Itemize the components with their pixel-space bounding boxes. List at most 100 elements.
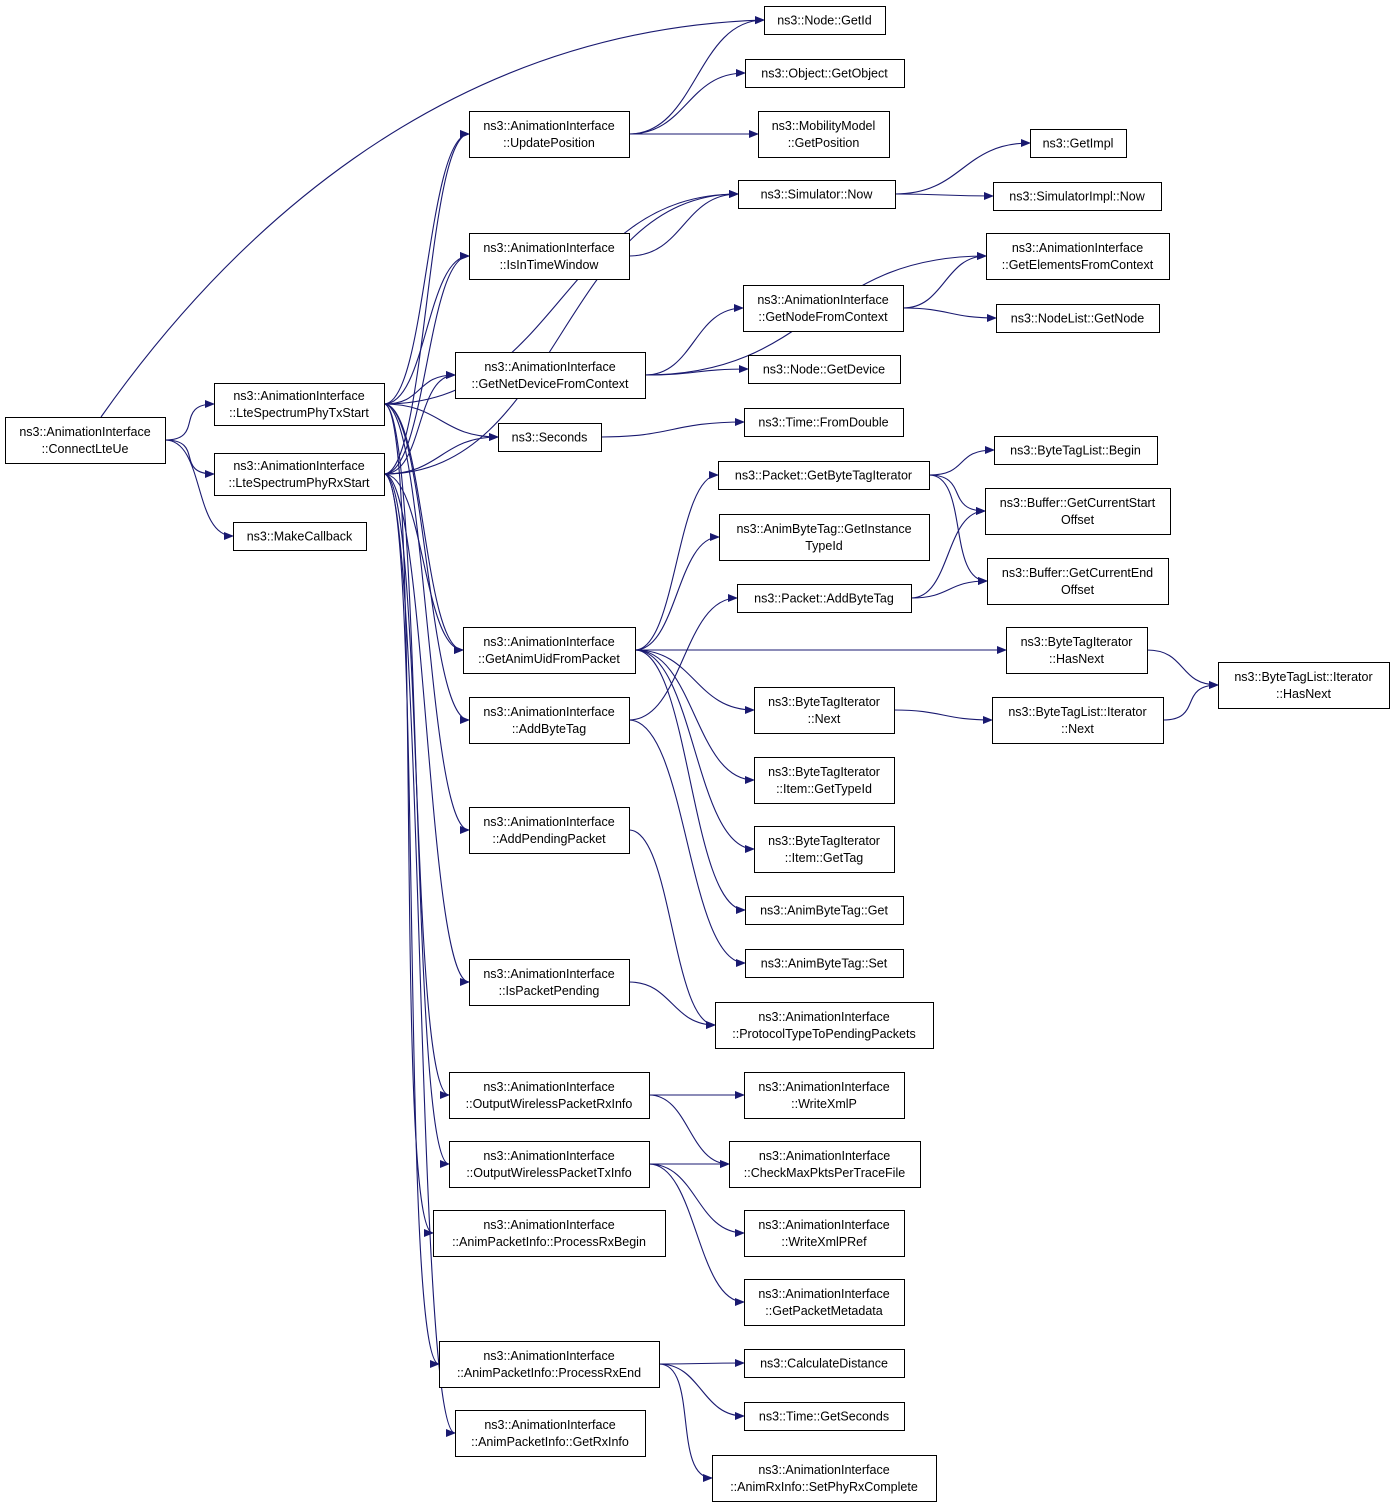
node-seconds[interactable]: ns3::Seconds <box>498 423 602 452</box>
node-label-line: ns3::AnimationInterface <box>483 119 614 133</box>
node-box <box>1218 662 1390 709</box>
node-packetaddbytetag[interactable]: ns3::Packet::AddByteTag <box>737 584 912 613</box>
node-getnodefromctx[interactable]: ns3::AnimationInterface::GetNodeFromCont… <box>743 285 904 332</box>
node-writexmlp[interactable]: ns3::AnimationInterface::WriteXmlP <box>744 1072 905 1119</box>
edge-rxstart-to-simnow <box>383 190 739 475</box>
node-animbytetagget[interactable]: ns3::AnimByteTag::Get <box>745 896 904 925</box>
node-outrxinfo[interactable]: ns3::AnimationInterface::OutputWirelessP… <box>449 1072 650 1119</box>
node-animbytetagset[interactable]: ns3::AnimByteTag::Set <box>745 949 904 978</box>
node-label-line: ::CheckMaxPktsPerTraceFile <box>744 1166 905 1180</box>
node-box <box>233 522 367 551</box>
node-prototypetopending[interactable]: ns3::AnimationInterface::ProtocolTypeToP… <box>715 1002 934 1049</box>
node-nodegetdevice[interactable]: ns3::Node::GetDevice <box>748 355 901 384</box>
node-writexmlpref[interactable]: ns3::AnimationInterface::WriteXmlPRef <box>744 1210 905 1257</box>
node-txstart[interactable]: ns3::AnimationInterface::LteSpectrumPhyT… <box>214 383 385 426</box>
node-box <box>449 1072 650 1119</box>
node-getelementsfromctx[interactable]: ns3::AnimationInterface::GetElementsFrom… <box>986 233 1170 280</box>
node-isintimewindow[interactable]: ns3::AnimationInterface::IsInTimeWindow <box>469 233 630 280</box>
node-addpending[interactable]: ns3::AnimationInterface::AddPendingPacke… <box>469 807 630 854</box>
node-getanimuid[interactable]: ns3::AnimationInterface::GetAnimUidFromP… <box>463 627 636 674</box>
node-calcdistance[interactable]: ns3::CalculateDistance <box>744 1349 905 1378</box>
node-box <box>719 514 930 561</box>
node-box <box>715 1002 934 1049</box>
node-makecallback[interactable]: ns3::MakeCallback <box>233 522 367 551</box>
edge-getnetdevice-to-getnodefromctx <box>644 304 744 376</box>
edge-simnow-to-simimplnow <box>894 191 994 200</box>
node-updateposition[interactable]: ns3::AnimationInterface::UpdatePosition <box>469 111 630 158</box>
node-label-line: Offset <box>1061 583 1095 597</box>
node-getnetdevice[interactable]: ns3::AnimationInterface::GetNetDeviceFro… <box>455 352 646 399</box>
node-nodegetid[interactable]: ns3::Node::GetId <box>764 6 886 35</box>
node-itemgettag[interactable]: ns3::ByteTagIterator::Item::GetTag <box>754 826 895 873</box>
edge-rxstart-to-outrxinfo <box>383 473 450 1099</box>
node-addbytetag[interactable]: ns3::AnimationInterface::AddByteTag <box>469 697 630 744</box>
node-itemgettypeid[interactable]: ns3::ByteTagIterator::Item::GetTypeId <box>754 757 895 804</box>
node-getobject[interactable]: ns3::Object::GetObject <box>745 59 905 88</box>
node-label-line: ns3::AnimationInterface <box>19 425 150 439</box>
node-box <box>754 826 895 873</box>
node-getrxinfo[interactable]: ns3::AnimationInterface::AnimPacketInfo:… <box>455 1410 646 1457</box>
node-btihasnext[interactable]: ns3::ByteTagIterator::HasNext <box>1006 627 1148 674</box>
node-mobilitygetpos[interactable]: ns3::MobilityModel::GetPosition <box>758 111 890 158</box>
node-box <box>744 1210 905 1257</box>
edge-getnodefromctx-to-getelementsfromctx <box>902 252 987 309</box>
edge-btihasnext-to-btliterhasnext <box>1146 649 1219 689</box>
node-rxstart[interactable]: ns3::AnimationInterface::LteSpectrumPhyR… <box>214 453 385 496</box>
edge-getanimuid-to-itemgettypeid <box>634 649 755 784</box>
node-label-line: ns3::Node::GetDevice <box>763 363 885 377</box>
edge-packetaddbytetag-to-bufgetcurend <box>910 577 988 599</box>
node-label-line: ns3::Time::FromDouble <box>758 416 888 430</box>
node-label-line: ::GetAnimUidFromPacket <box>478 652 620 666</box>
node-label-line: ::OutputWirelessPacketTxInfo <box>466 1166 631 1180</box>
node-label-line: ns3::AnimationInterface <box>483 1218 614 1232</box>
node-box <box>754 687 895 734</box>
node-btliterhasnext[interactable]: ns3::ByteTagList::Iterator::HasNext <box>1218 662 1390 709</box>
node-label-line: ns3::Packet::GetByteTagIterator <box>735 469 912 483</box>
node-getbytetagiter[interactable]: ns3::Packet::GetByteTagIterator <box>718 461 930 490</box>
node-label-line: ns3::ByteTagIterator <box>768 695 880 709</box>
node-box <box>748 355 901 384</box>
node-label-line: ns3::AnimationInterface <box>483 241 614 255</box>
node-label-line: ns3::AnimationInterface <box>758 1218 889 1232</box>
node-label-line: ns3::MobilityModel <box>772 119 876 133</box>
node-box <box>987 558 1169 605</box>
edge-outtxinfo-to-writexmlpref <box>648 1163 745 1237</box>
node-simnow[interactable]: ns3::Simulator::Now <box>738 180 896 209</box>
node-box <box>744 408 904 437</box>
node-checkmaxpkts[interactable]: ns3::AnimationInterface::CheckMaxPktsPer… <box>729 1141 921 1188</box>
node-label-line: ns3::AnimationInterface <box>484 1418 615 1432</box>
node-processrxbegin[interactable]: ns3::AnimationInterface::AnimPacketInfo:… <box>433 1210 666 1257</box>
node-getimpl[interactable]: ns3::GetImpl <box>1030 129 1127 158</box>
edge-getbytetagiter-to-bufgetcurstart <box>928 474 986 515</box>
edge-rxstart-to-isintimewindow <box>383 252 470 475</box>
node-timegetseconds[interactable]: ns3::Time::GetSeconds <box>744 1402 905 1431</box>
node-outtxinfo[interactable]: ns3::AnimationInterface::OutputWirelessP… <box>449 1141 650 1188</box>
node-box <box>729 1141 921 1188</box>
node-setphyrxcomplete[interactable]: ns3::AnimationInterface::AnimRxInfo::Set… <box>712 1455 937 1502</box>
node-btinext[interactable]: ns3::ByteTagIterator::Next <box>754 687 895 734</box>
node-box <box>992 697 1164 744</box>
node-box <box>754 757 895 804</box>
node-bytetaglistbegin[interactable]: ns3::ByteTagList::Begin <box>994 436 1158 465</box>
edge-getanimuid-to-itemgettag <box>634 649 755 853</box>
node-label-line: ::AnimRxInfo::SetPhyRxComplete <box>730 1480 918 1494</box>
node-box <box>737 584 912 613</box>
node-connectlteue[interactable]: ns3::AnimationInterface::ConnectLteUe <box>5 417 166 464</box>
node-btliternext[interactable]: ns3::ByteTagList::Iterator::Next <box>992 697 1164 744</box>
edge-seconds-to-fromdouble <box>600 418 745 438</box>
node-label-line: ns3::AnimationInterface <box>758 1080 889 1094</box>
node-getpacketmetadata[interactable]: ns3::AnimationInterface::GetPacketMetada… <box>744 1279 905 1326</box>
node-label-line: ::AddPendingPacket <box>492 832 606 846</box>
node-fromdouble[interactable]: ns3::Time::FromDouble <box>744 408 904 437</box>
node-box <box>745 949 904 978</box>
edge-addpending-to-prototypetopending <box>628 829 716 1029</box>
node-nodelistgetnode[interactable]: ns3::NodeList::GetNode <box>996 304 1160 333</box>
node-ispending[interactable]: ns3::AnimationInterface::IsPacketPending <box>469 959 630 1006</box>
node-simimplnow[interactable]: ns3::SimulatorImpl::Now <box>993 182 1162 211</box>
node-box <box>758 111 890 158</box>
edge-rxstart-to-getrxinfo <box>383 473 456 1437</box>
node-processrxend[interactable]: ns3::AnimationInterface::AnimPacketInfo:… <box>439 1341 660 1388</box>
